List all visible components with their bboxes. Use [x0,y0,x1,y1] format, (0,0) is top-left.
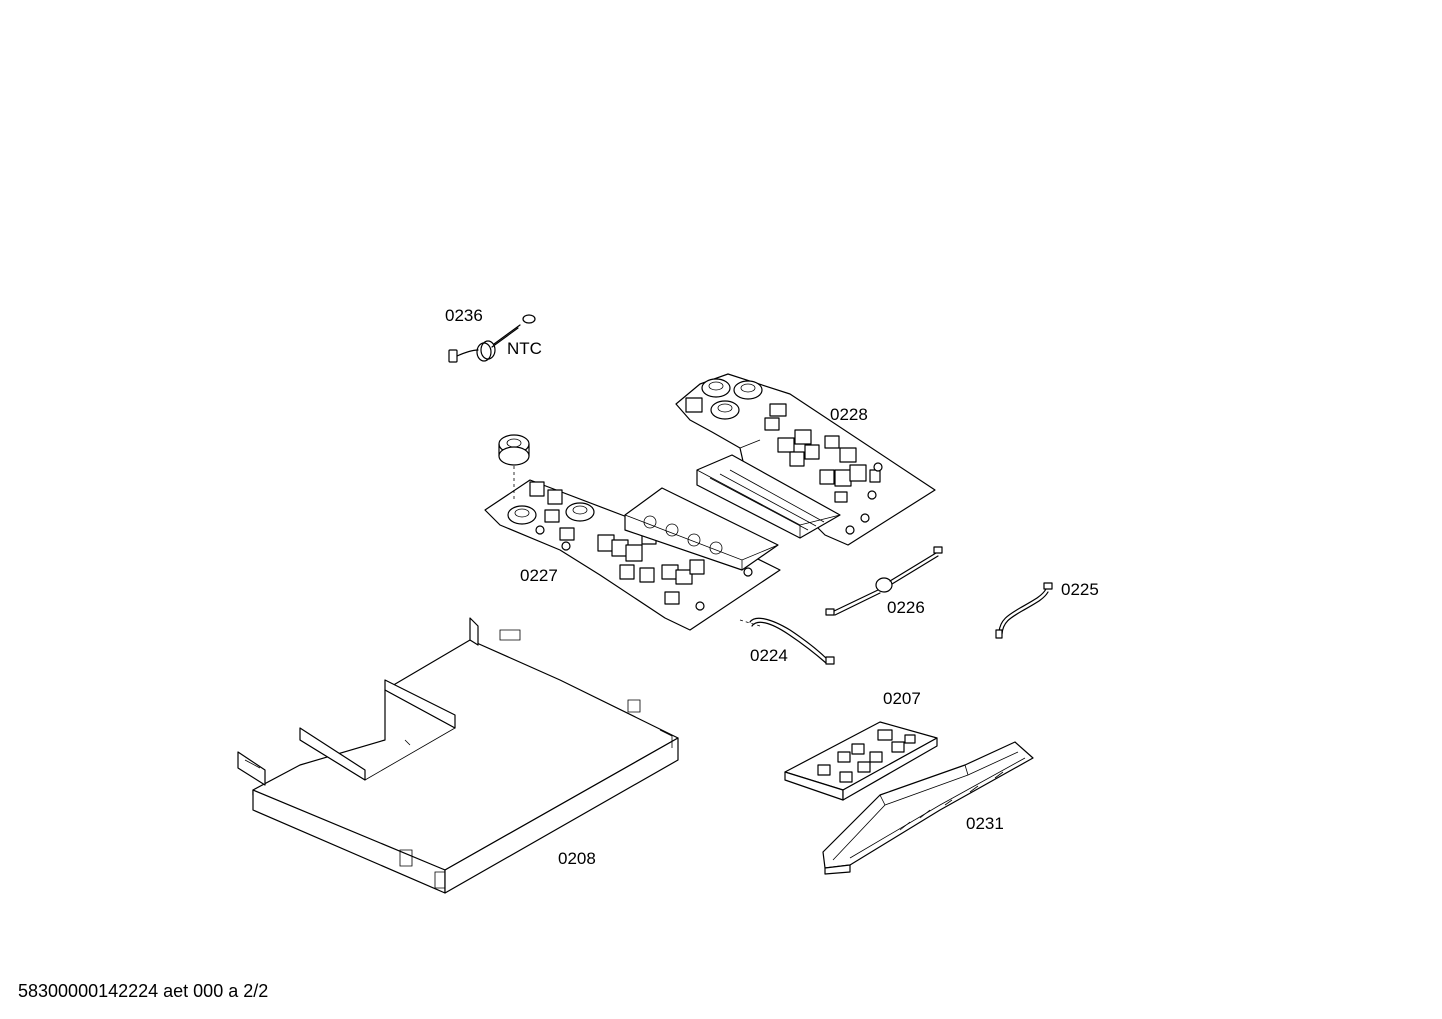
part-label-0225: 0225 [1061,580,1099,599]
part-label-0224: 0224 [750,646,788,665]
power-board-0228-drawing [675,373,936,546]
part-label-0226: 0226 [887,598,925,617]
part-label-0208: 0208 [558,849,596,868]
part-label-0207: 0207 [883,689,921,708]
part-label-0236: 0236 [445,306,483,325]
housing-0231-drawing [822,741,1034,875]
part-label-0227: 0227 [520,566,558,585]
part-label-0228: 0228 [830,405,868,424]
cable-0226-drawing [825,546,943,616]
power-board-0227-drawing [484,434,781,631]
ntc-sensor-drawing [448,314,536,363]
part-label-ntc: NTC [507,339,542,358]
tray-0208-drawing [237,617,679,894]
document-code: 58300000142224 aet 000 a 2/2 [18,981,269,1001]
cable-0224-drawing [739,617,835,665]
part-label-0231: 0231 [966,814,1004,833]
control-board-0207-drawing [784,721,938,801]
cable-0225-drawing [995,582,1053,639]
